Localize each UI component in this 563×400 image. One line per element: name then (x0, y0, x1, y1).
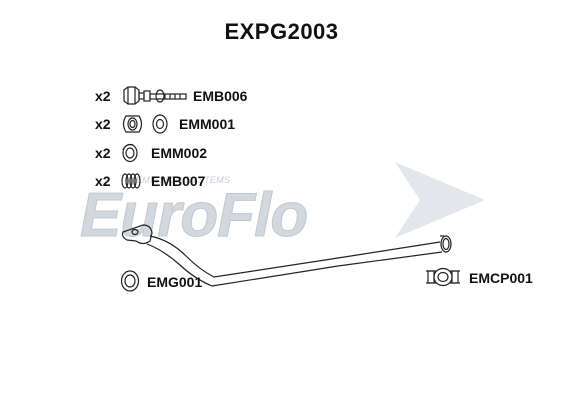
spring-icon (121, 173, 141, 189)
part-qty: x2 (95, 173, 111, 189)
part-qty: x2 (95, 145, 111, 161)
mount-ring-icon (122, 143, 138, 163)
part-qty: x2 (95, 116, 111, 132)
watermark-arrow (395, 162, 485, 238)
rubber-mount-icon (122, 114, 168, 134)
clamp-code-label: EMCP001 (469, 270, 533, 286)
gasket-code-label: EMG001 (147, 274, 203, 290)
diagram-title: EXPG2003 (224, 19, 339, 44)
gasket-icon (120, 270, 140, 292)
part-qty: x2 (95, 88, 111, 104)
part-code-label: EMM001 (179, 116, 236, 132)
part-code-label: EMM002 (151, 145, 208, 161)
part-code-label: EMB006 (193, 88, 248, 104)
part-code-label: EMB007 (151, 173, 206, 189)
watermark-brand: EuroFlo (80, 181, 307, 250)
bolt-icon (123, 86, 187, 105)
watermark-tagline: EMISSION SYSTEMS (136, 175, 231, 185)
exhaust-pipe-drawing (121, 224, 452, 287)
clamp-icon (426, 267, 460, 287)
